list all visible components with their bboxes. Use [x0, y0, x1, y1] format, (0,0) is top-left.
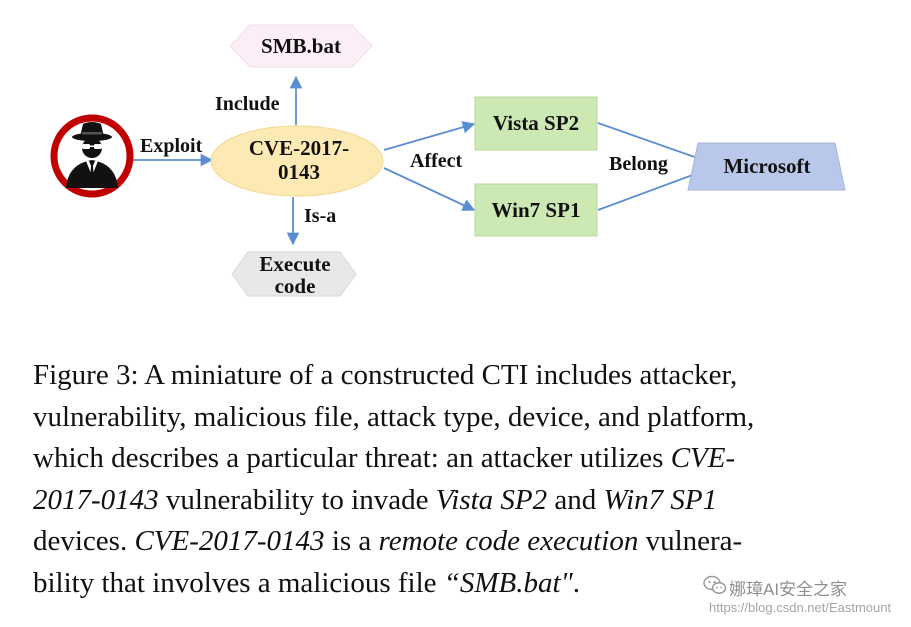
win7-sp1-label: Win7 SP1 [492, 198, 581, 222]
attacker-node [50, 114, 134, 198]
edge-label-affect: Affect [410, 150, 463, 172]
execute-label-line2: code [275, 274, 316, 298]
execute-label-line1: Execute [259, 252, 330, 276]
cti-diagram: Exploit Include Is-a Affect Belong SMB. [50, 24, 846, 298]
smb-file-label: SMB.bat [261, 34, 341, 58]
smb-file-node: SMB.bat [229, 24, 373, 68]
execute-code-node: Execute code [231, 251, 357, 298]
cve-label-line1: CVE-2017- [249, 136, 349, 160]
edge-affect-win7 [383, 167, 476, 211]
caption-line-2: vulnerability, malicious file, attack ty… [33, 400, 755, 433]
caption-line-4: 2017-0143 vulnerability to invade Vista … [33, 483, 718, 516]
edge-label-belong: Belong [609, 153, 668, 175]
edge-belong-win7 [597, 168, 708, 211]
cve-node: CVE-2017- 0143 [210, 125, 384, 197]
edge-label-exploit: Exploit [140, 135, 203, 157]
spy-attacker-icon [66, 122, 118, 188]
edge-label-isa: Is-a [304, 205, 336, 227]
edge-belong-vista [597, 122, 708, 164]
caption-line-3: which describes a particular threat: an … [33, 442, 736, 474]
watermark-url: https://blog.csdn.net/Eastmount [709, 600, 892, 615]
microsoft-label: Microsoft [723, 154, 810, 178]
wechat-icon [703, 575, 727, 594]
win7-sp1-node: Win7 SP1 [474, 183, 598, 237]
watermark-title: 娜璋AI安全之家 [729, 580, 848, 599]
figure-caption: Figure 3: A miniature of a constructed C… [33, 355, 881, 604]
microsoft-platform-node: Microsoft [687, 142, 846, 191]
caption-line-1: Figure 3: A miniature of a constructed C… [33, 359, 738, 391]
caption-line-6: bility that involves a malicious file “S… [33, 566, 581, 599]
cve-label-line2: 0143 [278, 160, 320, 184]
vista-sp2-label: Vista SP2 [493, 111, 579, 135]
vista-sp2-node: Vista SP2 [474, 96, 598, 151]
edge-label-include: Include [215, 93, 280, 115]
caption-line-5: devices. CVE-2017-0143 is a remote code … [33, 525, 743, 557]
edge-affect-vista [383, 121, 476, 151]
watermark: 娜璋AI安全之家 https://blog.csdn.net/Eastmount [701, 572, 906, 622]
